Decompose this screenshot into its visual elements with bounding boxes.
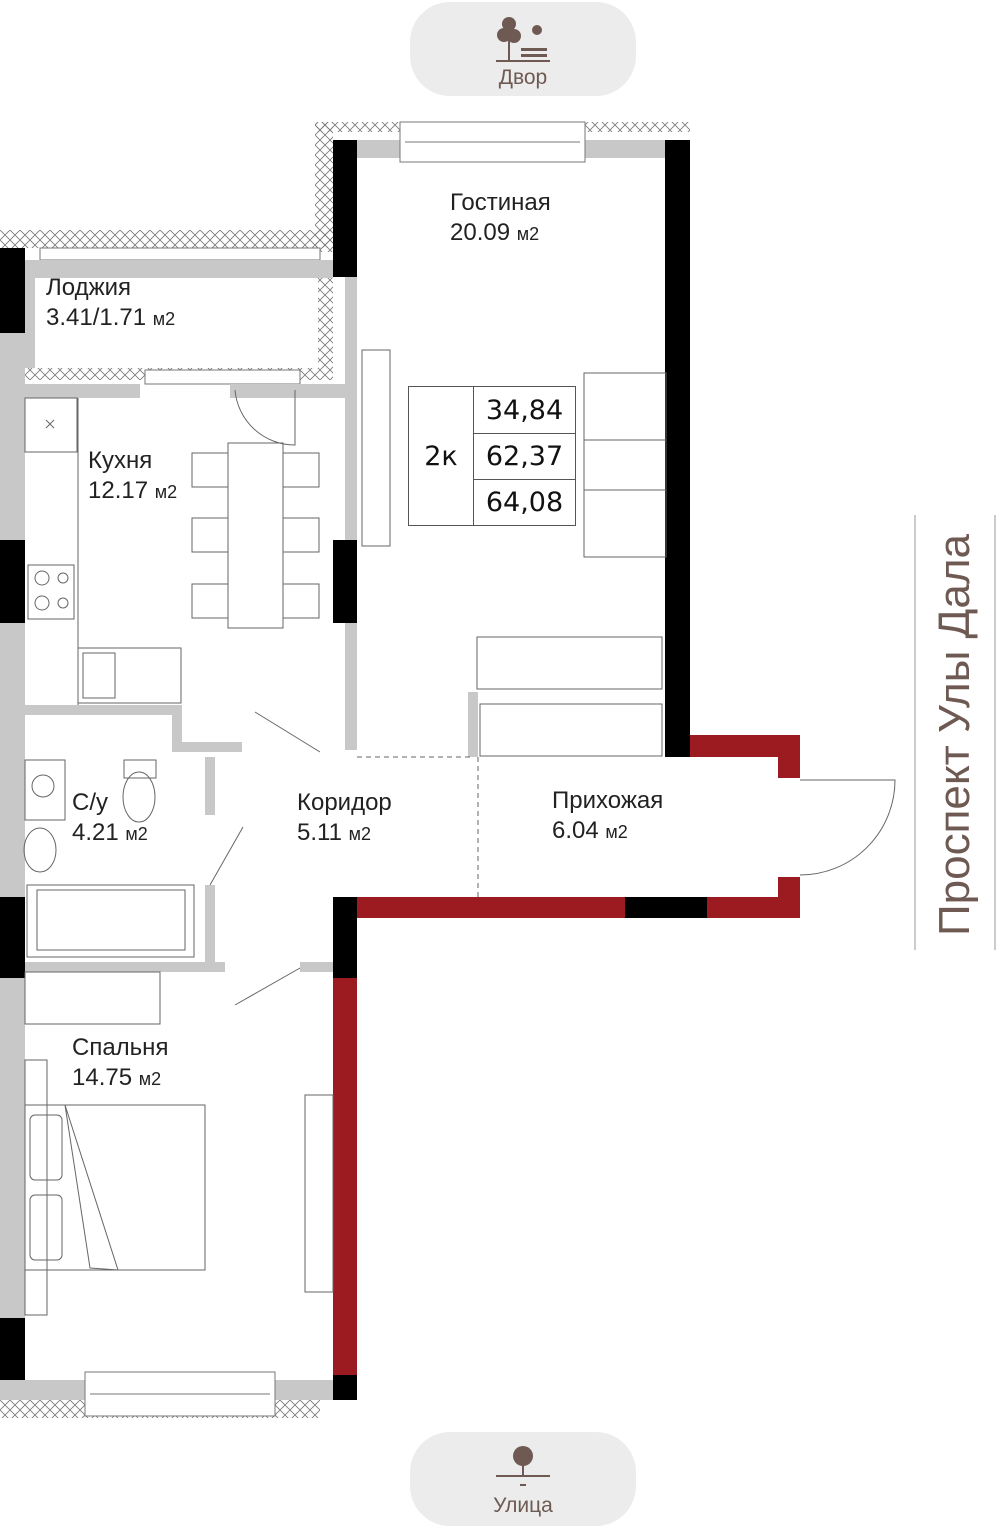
room-count: 2к <box>409 387 474 525</box>
apartment-info-box: 2к 34,84 62,37 64,08 <box>408 386 576 526</box>
room-unit: м2 <box>348 824 371 844</box>
courtyard-tree-bench-icon <box>496 17 550 62</box>
street-label: Улица <box>493 1494 553 1517</box>
room-area: 20.09 <box>450 219 511 246</box>
room-name: Лоджия <box>46 274 132 301</box>
room-unit: м2 <box>605 822 628 842</box>
courtyard-label: Двор <box>498 66 548 89</box>
room-name: Кухня <box>88 447 153 474</box>
room-name: Прихожая <box>552 787 664 814</box>
room-name: Коридор <box>297 789 392 816</box>
room-bathroom: С/у 4.21 м2 <box>72 788 148 849</box>
total-area-with-loggia: 64,08 <box>485 486 564 518</box>
street-tree-icon <box>496 1446 550 1486</box>
street-badge: Улица <box>410 1432 636 1526</box>
room-name: С/у <box>72 789 108 816</box>
walls <box>0 121 800 1418</box>
room-entrance-hall: Прихожая 6.04 м2 <box>552 786 663 847</box>
room-unit: м2 <box>125 824 148 844</box>
room-unit: м2 <box>152 309 176 329</box>
room-unit: м2 <box>154 482 178 502</box>
room-name: Гостиная <box>450 189 551 216</box>
room-area: 12.17 <box>88 477 149 504</box>
room-area: 14.75 <box>72 1064 133 1091</box>
room-area: 4.21 <box>72 819 119 846</box>
room-corridor: Коридор 5.11 м2 <box>297 788 392 849</box>
room-area: 3.41/1.71 <box>46 304 147 331</box>
furniture <box>23 349 896 1316</box>
room-unit: м2 <box>138 1069 162 1089</box>
room-bedroom: Спальня 14.75 м2 <box>72 1033 168 1094</box>
room-area: 5.11 <box>297 819 342 846</box>
living-area: 34,84 <box>474 387 575 434</box>
room-loggia: Лоджия 3.41/1.71 м2 <box>46 273 175 334</box>
total-area: 62,37 <box>474 433 575 480</box>
room-kitchen: Кухня 12.17 м2 <box>88 446 177 507</box>
room-name: Спальня <box>72 1034 169 1061</box>
room-unit: м2 <box>516 224 540 244</box>
room-area: 6.04 <box>552 817 599 844</box>
room-living: Гостиная 20.09 м2 <box>450 188 551 249</box>
street-name: Проспект Улы Дала <box>930 534 979 936</box>
entrance-door <box>799 779 896 876</box>
courtyard-badge: Двор <box>410 2 636 96</box>
